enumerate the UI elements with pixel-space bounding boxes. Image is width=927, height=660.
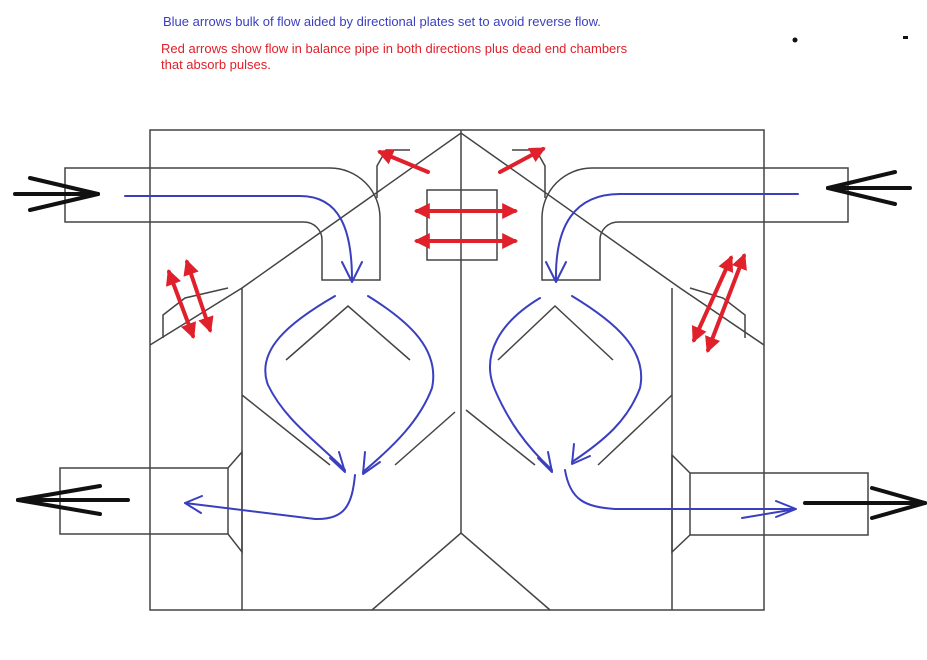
port-arrows [13,170,927,520]
manifold-housing [59,129,869,611]
stray-mark [903,36,908,39]
port-arrow-icon [803,486,927,520]
balance-pipe-chamber [426,189,498,261]
port-arrow-icon [16,484,130,516]
blue-arrow-legend-note: Blue arrows bulk of flow aided by direct… [163,14,601,29]
stray-dot [792,37,798,43]
double-headed-arrow-icon [705,253,747,353]
curved-flow-arrow-icon [545,193,799,283]
red-flow-arrows [166,147,747,353]
housing-outer-box [149,129,765,611]
blue-flow-arrows [124,193,799,521]
curved-flow-arrow-icon [489,297,553,473]
guide-line [394,411,456,466]
red-arrow-icon [377,149,430,174]
red-arrow-legend-note: Red arrows show flow in balance pipe in … [161,41,628,72]
left-inlet-pipe [64,167,381,281]
curved-flow-arrow-icon [124,195,363,283]
guide-line [241,394,331,466]
left-directional-plate [285,305,411,361]
guide-line [597,394,673,466]
port-arrow-icon [13,176,100,212]
curved-flow-arrow-icon [564,469,797,519]
bottom-v-divider [371,532,551,611]
red-arrow-icon [498,147,546,174]
guide-line [465,409,536,466]
right-inlet-pipe [541,167,849,281]
double-headed-arrow-icon [183,258,214,334]
port-arrow-icon [826,170,912,206]
right-directional-plate [497,304,614,361]
curved-flow-arrow-icon [362,295,435,475]
curved-flow-arrow-icon [571,295,643,465]
curved-flow-arrow-icon [264,295,346,473]
curved-flow-arrow-icon [184,474,356,521]
